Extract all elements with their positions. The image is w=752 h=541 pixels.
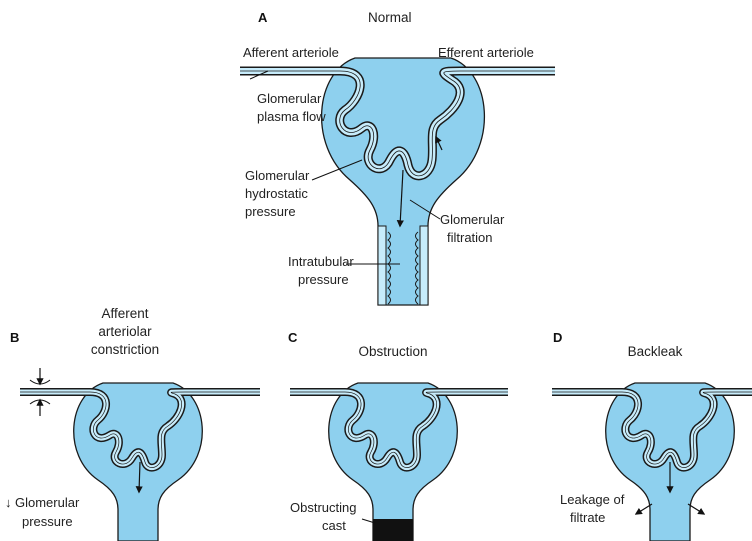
intratubular-label-1: Intratubular: [288, 254, 354, 269]
panel-b: B Afferent arteriolar constriction ↓ Glo…: [5, 306, 260, 541]
panel-a: A Normal Afferent arteriole Efferent art…: [240, 10, 555, 305]
panel-b-letter: B: [10, 330, 19, 345]
panel-a-letter: A: [258, 10, 268, 25]
leakage-label-1: Leakage of: [560, 492, 625, 507]
panel-a-title: Normal: [368, 10, 412, 25]
intratubular-label-2: pressure: [298, 272, 349, 287]
panel-b-title-1: Afferent: [101, 306, 148, 321]
obstructing-cast-label-1: Obstructing: [290, 500, 356, 515]
decrease-arrow: ↓: [5, 495, 12, 510]
hydrostatic-label-2: hydrostatic: [245, 186, 308, 201]
filtration-label-2: filtration: [447, 230, 493, 245]
efferent-arteriole-label: Efferent arteriole: [438, 45, 534, 60]
panel-b-title-2: arteriolar: [98, 324, 152, 339]
panel-d: D Backleak Leakage of filtrate: [552, 330, 752, 541]
glomerular-pressure-label-2: pressure: [22, 514, 73, 529]
obstructing-cast-label-2: cast: [322, 518, 346, 533]
obstructing-cast: [373, 519, 413, 541]
glomerular-pressure-label-1: Glomerular: [15, 495, 80, 510]
afferent-arteriole-label: Afferent arteriole: [243, 45, 339, 60]
panel-c: C Obstruction Obstructing cast: [288, 330, 508, 541]
leakage-label-2: filtrate: [570, 510, 605, 525]
hydrostatic-label-3: pressure: [245, 204, 296, 219]
filtration-label-1: Glomerular: [440, 212, 505, 227]
panel-b-title-3: constriction: [91, 342, 159, 357]
panel-c-letter: C: [288, 330, 298, 345]
panel-d-letter: D: [553, 330, 562, 345]
plasma-flow-label-2: plasma flow: [257, 109, 326, 124]
panel-c-title: Obstruction: [358, 344, 427, 359]
hydrostatic-label-1: Glomerular: [245, 168, 310, 183]
plasma-flow-label-1: Glomerular: [257, 91, 322, 106]
panel-d-title: Backleak: [628, 344, 683, 359]
